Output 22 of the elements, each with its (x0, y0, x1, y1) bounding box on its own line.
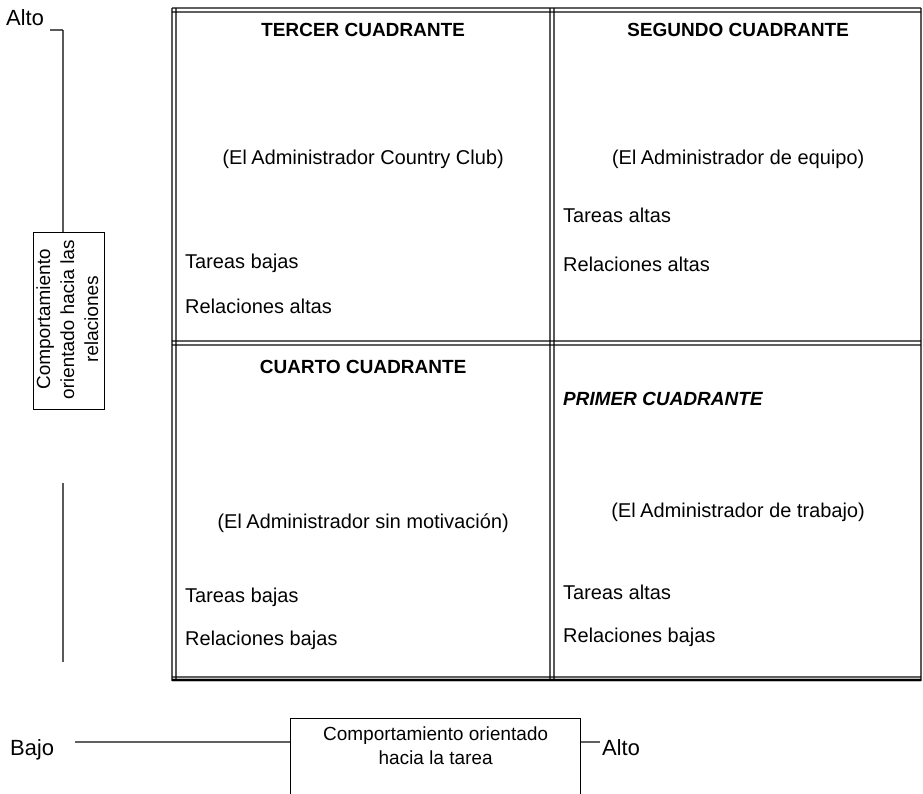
quadrant-heading: CUARTO CUADRANTE (258, 356, 468, 380)
quadrant-subtitle: (El Administrador sin motivación) (217, 510, 509, 535)
quadrant-subtitle: (El Administrador de equipo) (610, 146, 866, 171)
quadrant-heading: SEGUNDO CUADRANTE (626, 19, 850, 43)
axis-end-label: Bajo (10, 734, 54, 762)
quadrant-subtitle: (El Administrador de trabajo) (610, 499, 866, 524)
quadrant-text: Tareas bajas (185, 250, 300, 275)
quadrant-heading: PRIMER CUADRANTE (563, 388, 764, 412)
quadrant-heading: TERCER CUADRANTE (260, 19, 466, 43)
quadrant-text: Relaciones bajas (185, 627, 338, 652)
quadrant-text: Relaciones bajas (563, 624, 716, 649)
quadrant-text: Tareas altas (563, 581, 672, 606)
quadrant-text: Tareas bajas (185, 584, 300, 609)
axis-title-box (290, 718, 581, 794)
axis-end-label: Alto (602, 734, 640, 762)
axis-title: Comportamiento orientado hacia la tarea (322, 723, 549, 771)
quadrant-text: Relaciones altas (185, 295, 333, 320)
axis-end-label: Alto (6, 4, 44, 32)
axis-title: Comportamiento orientado hacia las relaciones (33, 238, 104, 401)
quadrant-subtitle: (El Administrador Country Club) (221, 146, 505, 171)
quadrant-text: Tareas altas (563, 204, 672, 229)
quadrant-text: Relaciones altas (563, 253, 711, 278)
